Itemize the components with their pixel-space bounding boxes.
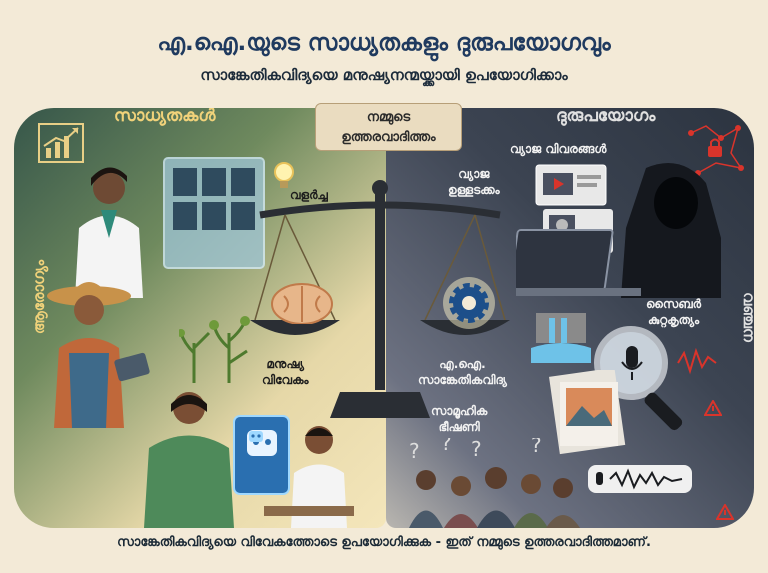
social-threat-label: സാമൂഹിക ഭീഷണി (431, 403, 487, 435)
responsibility-line1: നമ്മുടെ (366, 110, 411, 125)
doctor-illustration (75, 157, 265, 298)
robot-icon (249, 431, 263, 442)
human-wisdom-line2: വിവേകം (262, 373, 309, 387)
lock-icon (688, 125, 744, 176)
svg-text:?: ? (441, 438, 452, 455)
ai-technology-line2: സാങ്കേതികവിദ്യ (418, 373, 507, 387)
svg-text:?: ? (409, 439, 420, 463)
cybercrime-label: സൈബർ കുറ്റകൃത്യം (646, 296, 701, 328)
crowd-illustration: ? ? ? ? (409, 438, 580, 528)
fake-photos (549, 370, 626, 455)
microphone-icon (621, 346, 643, 380)
human-wisdom-line1: മനുഷ്യ (266, 357, 305, 371)
human-wisdom-label: മനുഷ്യ വിവേകം (262, 356, 309, 388)
our-responsibility-box: നമ്മുടെ ഉത്തരവാദിത്തം (315, 103, 462, 151)
fake-details-label: വ്യാജ വിവരങ്ങൾ (510, 142, 607, 156)
cybercrime-line2: കുറ്റകൃത്യം (647, 313, 700, 327)
ai-technology-line1: എ.ഐ. (439, 357, 486, 371)
farmer-illustration (47, 282, 150, 428)
page-subtitle: സാങ്കേതികവിദ്യയെ മനുഷ്യനന്മയ്ക്കായി ഉപയോ… (200, 66, 568, 84)
misuse-heading: ദുരുപയോഗം (556, 108, 656, 126)
audio-message-icon (588, 465, 692, 493)
plants-illustration (179, 316, 250, 383)
social-threat-line1: സാമൂഹിക (431, 404, 488, 418)
fake-content-label: വ്യാജ ഉള്ളടക്കം (448, 166, 500, 198)
cybercrime-line1: സൈബർ (646, 297, 702, 311)
fake-content-line1: വ്യാജ (458, 167, 490, 181)
social-threat-line2: ഭീഷണി (438, 420, 480, 434)
lightbulb-icon (274, 162, 294, 188)
gear-icon (443, 277, 495, 329)
misuse-panel: ദുരുപയോഗം വഞ്ചന വ്യാജ വിവരങ്ങൾ വ്യാജ ഉള്… (386, 108, 754, 528)
svg-text:?: ? (471, 438, 482, 461)
footer-message: സാങ്കേതികവിദ്യയെ വിവേകത്തോടെ ഉപയോഗിക്കുക… (117, 535, 651, 550)
page-title: എ.ഐ.യുടെ സാധ്യതകളും ദുരുപയോഗവും (157, 30, 611, 56)
brain-icon (271, 283, 333, 324)
growth-label: വളർച്ച (290, 188, 328, 202)
dam-illustration (531, 313, 591, 363)
teacher-child-illustration (144, 392, 354, 528)
chart-growth-icon (38, 123, 84, 163)
fake-content-line2: ഉള്ളടക്കം (448, 183, 500, 197)
responsibility-line2: ഉത്തരവാദിത്തം (341, 130, 436, 145)
ai-technology-label: എ.ഐ. സാങ്കേതികവിദ്യ (418, 356, 507, 388)
fraud-side-label: വഞ്ചന (739, 292, 754, 342)
hacker-illustration (516, 163, 721, 298)
warning-icon (704, 400, 722, 416)
warning-icon (716, 504, 734, 520)
svg-text:?: ? (531, 438, 542, 457)
possibilities-heading: സാധ്യതകൾ (114, 108, 216, 126)
